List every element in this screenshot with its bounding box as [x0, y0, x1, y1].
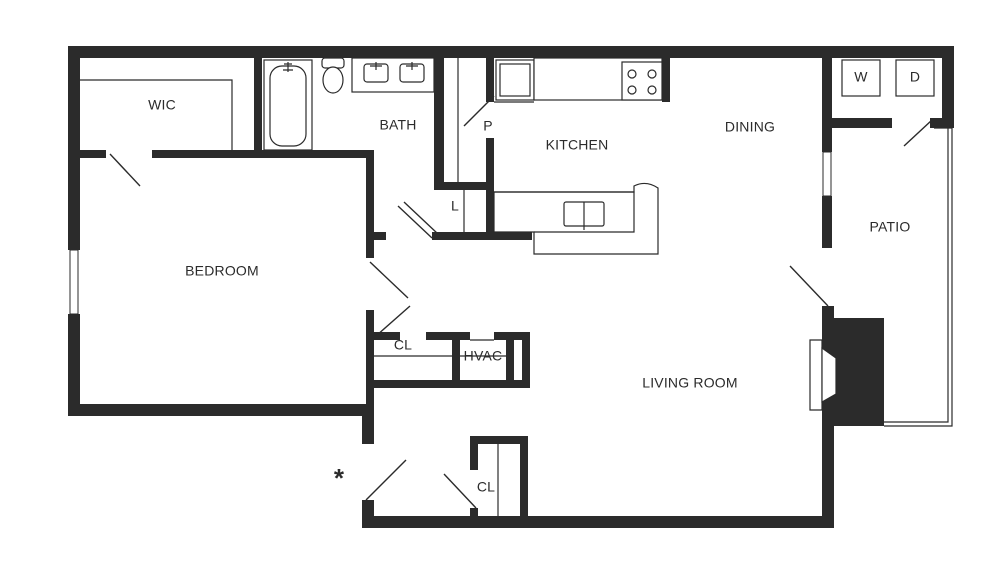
wall-pantry [486, 58, 494, 102]
room-labels: WIC BATH KITCHEN DINING P L BEDROOM PATI… [148, 69, 920, 495]
label-linen: L [451, 198, 459, 214]
toilet [321, 57, 345, 94]
wall-bath-right [434, 58, 444, 190]
label-closet-entry: CL [477, 479, 495, 495]
wall-left-lower [68, 314, 80, 416]
wall-entry-closet-right [520, 436, 528, 522]
label-wic: WIC [148, 97, 176, 113]
wall-bedroom-right-mid [366, 310, 374, 420]
wall-hvac-left [452, 332, 460, 386]
fireplace [834, 318, 884, 426]
patio-outline [884, 127, 953, 427]
wall-closet-bottom [374, 380, 530, 388]
kitchen [493, 57, 663, 255]
stove [621, 61, 663, 101]
fireplace-hearth [809, 339, 837, 411]
label-kitchen: KITCHEN [546, 137, 609, 153]
wall-entry-left [362, 416, 374, 444]
door-wic [109, 153, 141, 187]
label-washer: W [854, 69, 868, 85]
walls [68, 46, 954, 528]
shelving [457, 58, 534, 232]
wall-laundry-shelf [832, 118, 892, 128]
closet-rods [374, 339, 506, 516]
wall-entry-closet-top [470, 436, 528, 444]
label-closet-bedroom: CL [394, 337, 412, 353]
wall-hvac-right [506, 332, 514, 386]
wall-bedroom-right-upper [366, 150, 374, 258]
door-bath [397, 205, 433, 239]
wall-hvac-top-left [374, 332, 400, 340]
window-bedroom [69, 249, 79, 315]
wall-dining-right-mid [822, 196, 832, 248]
wall-right-exterior [942, 46, 954, 128]
label-living-room: LIVING ROOM [642, 375, 738, 391]
wall-wic-bath [254, 58, 262, 154]
label-pantry: P [483, 118, 493, 134]
label-hvac: HVAC [464, 348, 503, 364]
wall-bedroom-top-right [152, 150, 374, 158]
wall-bottom [362, 516, 834, 528]
wall-dining-right-upper [822, 58, 832, 152]
window-dining [822, 151, 832, 197]
wall-entry-closet-left-low [470, 508, 478, 522]
label-patio: PATIO [870, 219, 911, 235]
wall-top [68, 46, 954, 58]
wall-linen-bottom [434, 182, 490, 190]
wall-entry-closet-left [470, 436, 478, 470]
doors [109, 95, 933, 509]
wall-laundry-right-stub [930, 118, 952, 128]
wic-shelves [80, 79, 233, 150]
label-dining: DINING [725, 119, 775, 135]
door-patio [903, 119, 933, 147]
laundry [841, 59, 935, 97]
wall-hvac-top-mid [426, 332, 470, 340]
door-bath-2 [403, 201, 439, 235]
wall-entry-left-lower [362, 500, 374, 528]
door-entry [365, 459, 407, 501]
bathtub [263, 59, 313, 151]
label-bedroom: BEDROOM [185, 263, 259, 279]
door-bedroom-closet [375, 305, 411, 337]
wall-kitchen-bottom [432, 232, 532, 240]
door-dining-patio [789, 265, 829, 307]
label-bath: BATH [379, 117, 416, 133]
windows [69, 151, 832, 315]
wall-kitchen-right [662, 58, 670, 102]
wall-bedroom-bottom [68, 404, 374, 416]
bath-vanity [351, 57, 435, 93]
wall-bedroom-right-stub [374, 232, 386, 240]
door-pantry [463, 95, 495, 127]
wall-living-right [822, 306, 834, 528]
door-bedroom [369, 261, 409, 299]
wall-left-upper [68, 46, 80, 250]
entry-marker: * [334, 463, 345, 493]
wall-pantry-lower [486, 138, 494, 240]
label-dryer: D [910, 69, 920, 85]
wall-bedroom-top-left [80, 150, 106, 158]
door-entry-closet [443, 473, 477, 509]
wall-hvac-right-outer [522, 332, 530, 386]
